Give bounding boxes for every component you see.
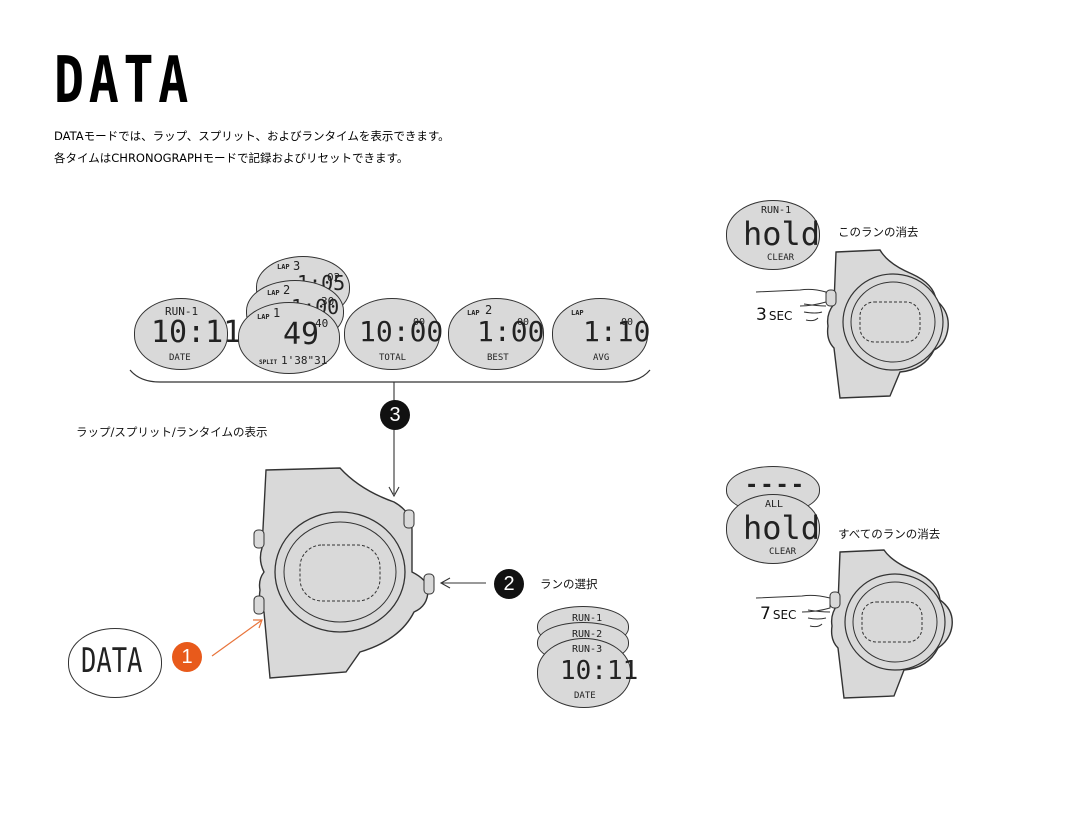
date-display-time: 10:11 [151, 315, 242, 350]
hold-7-sec-unit: SEC [772, 608, 797, 622]
lap-split-run-label: ラップ/スプリット/ランタイムの表示 [76, 425, 268, 439]
hold-3-sec-unit: SEC [768, 309, 793, 323]
lap-1-number: 1 [273, 306, 281, 320]
avg-sub: 00 [621, 317, 634, 328]
hold-clear-all-label: CLEAR [769, 547, 797, 557]
lap-3-number: 3 [293, 259, 301, 273]
lap-2-number: 2 [283, 283, 291, 297]
clear-run-watch [755, 249, 949, 399]
run-list-label-2: RUN-2 [572, 629, 603, 640]
lap-1-label: LAP [257, 313, 270, 321]
hold-clear-label: CLEAR [767, 253, 795, 263]
lap-1-time: 49 [283, 317, 320, 352]
main-watch-button-left-top [253, 529, 265, 549]
best-display: LAP 2 1:00 00 BEST [448, 298, 544, 370]
main-watch [253, 467, 435, 679]
brace [129, 369, 651, 383]
best-lap-number: 2 [485, 303, 493, 317]
best-lap-label: LAP [467, 309, 480, 317]
date-display-run: RUN-1 [165, 305, 199, 318]
main-watch-button-right-bottom [423, 573, 435, 595]
date-display-label: DATE [169, 353, 191, 363]
hold-clear-all-display: ALL hold CLEAR [726, 494, 820, 564]
run-select-label: ランの選択 [540, 577, 598, 591]
main-watch-face [283, 521, 397, 623]
clear-all-dashes: ---- [745, 473, 806, 498]
intro-line-1: DATAモードでは、ラップ、スプリット、およびランタイムを表示できます。 [54, 129, 450, 143]
split-label: SPLIT [259, 359, 278, 366]
down-arrow-head [388, 486, 400, 498]
avg-lap-label: LAP [571, 309, 584, 317]
lap-3-label: LAP [277, 263, 290, 271]
clear-this-run-label: このランの消去 [838, 225, 919, 239]
data-mode-text: DATA [81, 641, 143, 681]
page-title: DATA [54, 44, 193, 118]
step1-arrow-line [211, 619, 263, 657]
hold-clear-all-main: hold [743, 509, 821, 547]
hold-7-sec-number: 7 [760, 604, 771, 624]
run-list-date-label: DATE [574, 691, 596, 701]
lap-1-display: LAP 1 49 40 SPLIT 1'38"31 [238, 302, 340, 374]
clear-run-watch-button [825, 289, 837, 307]
step1-arrow-head [253, 619, 263, 629]
step2-arrow-head [439, 577, 451, 589]
main-watch-screen [299, 544, 381, 602]
run-list-label-3: RUN-3 [572, 644, 603, 655]
clear-all-watch-button [829, 591, 841, 609]
lap-2-label: LAP [267, 289, 280, 297]
hold-3-sec-number: 3 [756, 305, 767, 325]
run-list-item-3: RUN-3 10:11 DATE [537, 638, 638, 708]
run-list-time: 10:11 [560, 656, 639, 686]
intro-line-2: 各タイムはCHRONOGRAPHモードで記録およびリセットできます。 [54, 151, 409, 165]
avg-label: AVG [593, 353, 610, 363]
avg-display: LAP 1:10 00 AVG [552, 298, 651, 370]
step-3-badge: 3 [380, 400, 410, 430]
lap-3-sub: 02 [327, 271, 341, 284]
hold-clear-display: RUN-1 hold CLEAR [726, 200, 820, 270]
total-time: 10:00 [359, 315, 444, 348]
date-display: RUN-1 10:11 DATE [134, 298, 241, 370]
hold-clear-main: hold [743, 215, 821, 253]
best-time: 1:00 [477, 315, 545, 348]
main-watch-button-left-bottom [253, 595, 265, 615]
clear-all-watch [755, 549, 953, 699]
avg-time: 1:10 [583, 315, 651, 348]
total-label: TOTAL [379, 353, 407, 363]
step-2-badge: 2 [494, 569, 524, 599]
main-watch-button-right-top [403, 509, 415, 529]
best-label: BEST [487, 353, 509, 363]
lap-2-sub: 30 [321, 295, 335, 308]
total-display: 10:00 00 TOTAL [344, 298, 444, 370]
lap-1-sub: 40 [315, 317, 329, 330]
step-1-badge: 1 [172, 642, 202, 672]
hold-clear-run: RUN-1 [761, 205, 792, 216]
best-sub: 00 [517, 317, 530, 328]
hold-clear-all-top: ALL [765, 499, 784, 510]
data-mode-display: DATA [68, 628, 162, 698]
split-time: 1'38"31 [281, 354, 328, 367]
run-list-label-1: RUN-1 [572, 613, 603, 624]
total-sub: 00 [413, 317, 426, 328]
clear-all-runs-label: すべてのランの消去 [838, 527, 941, 541]
